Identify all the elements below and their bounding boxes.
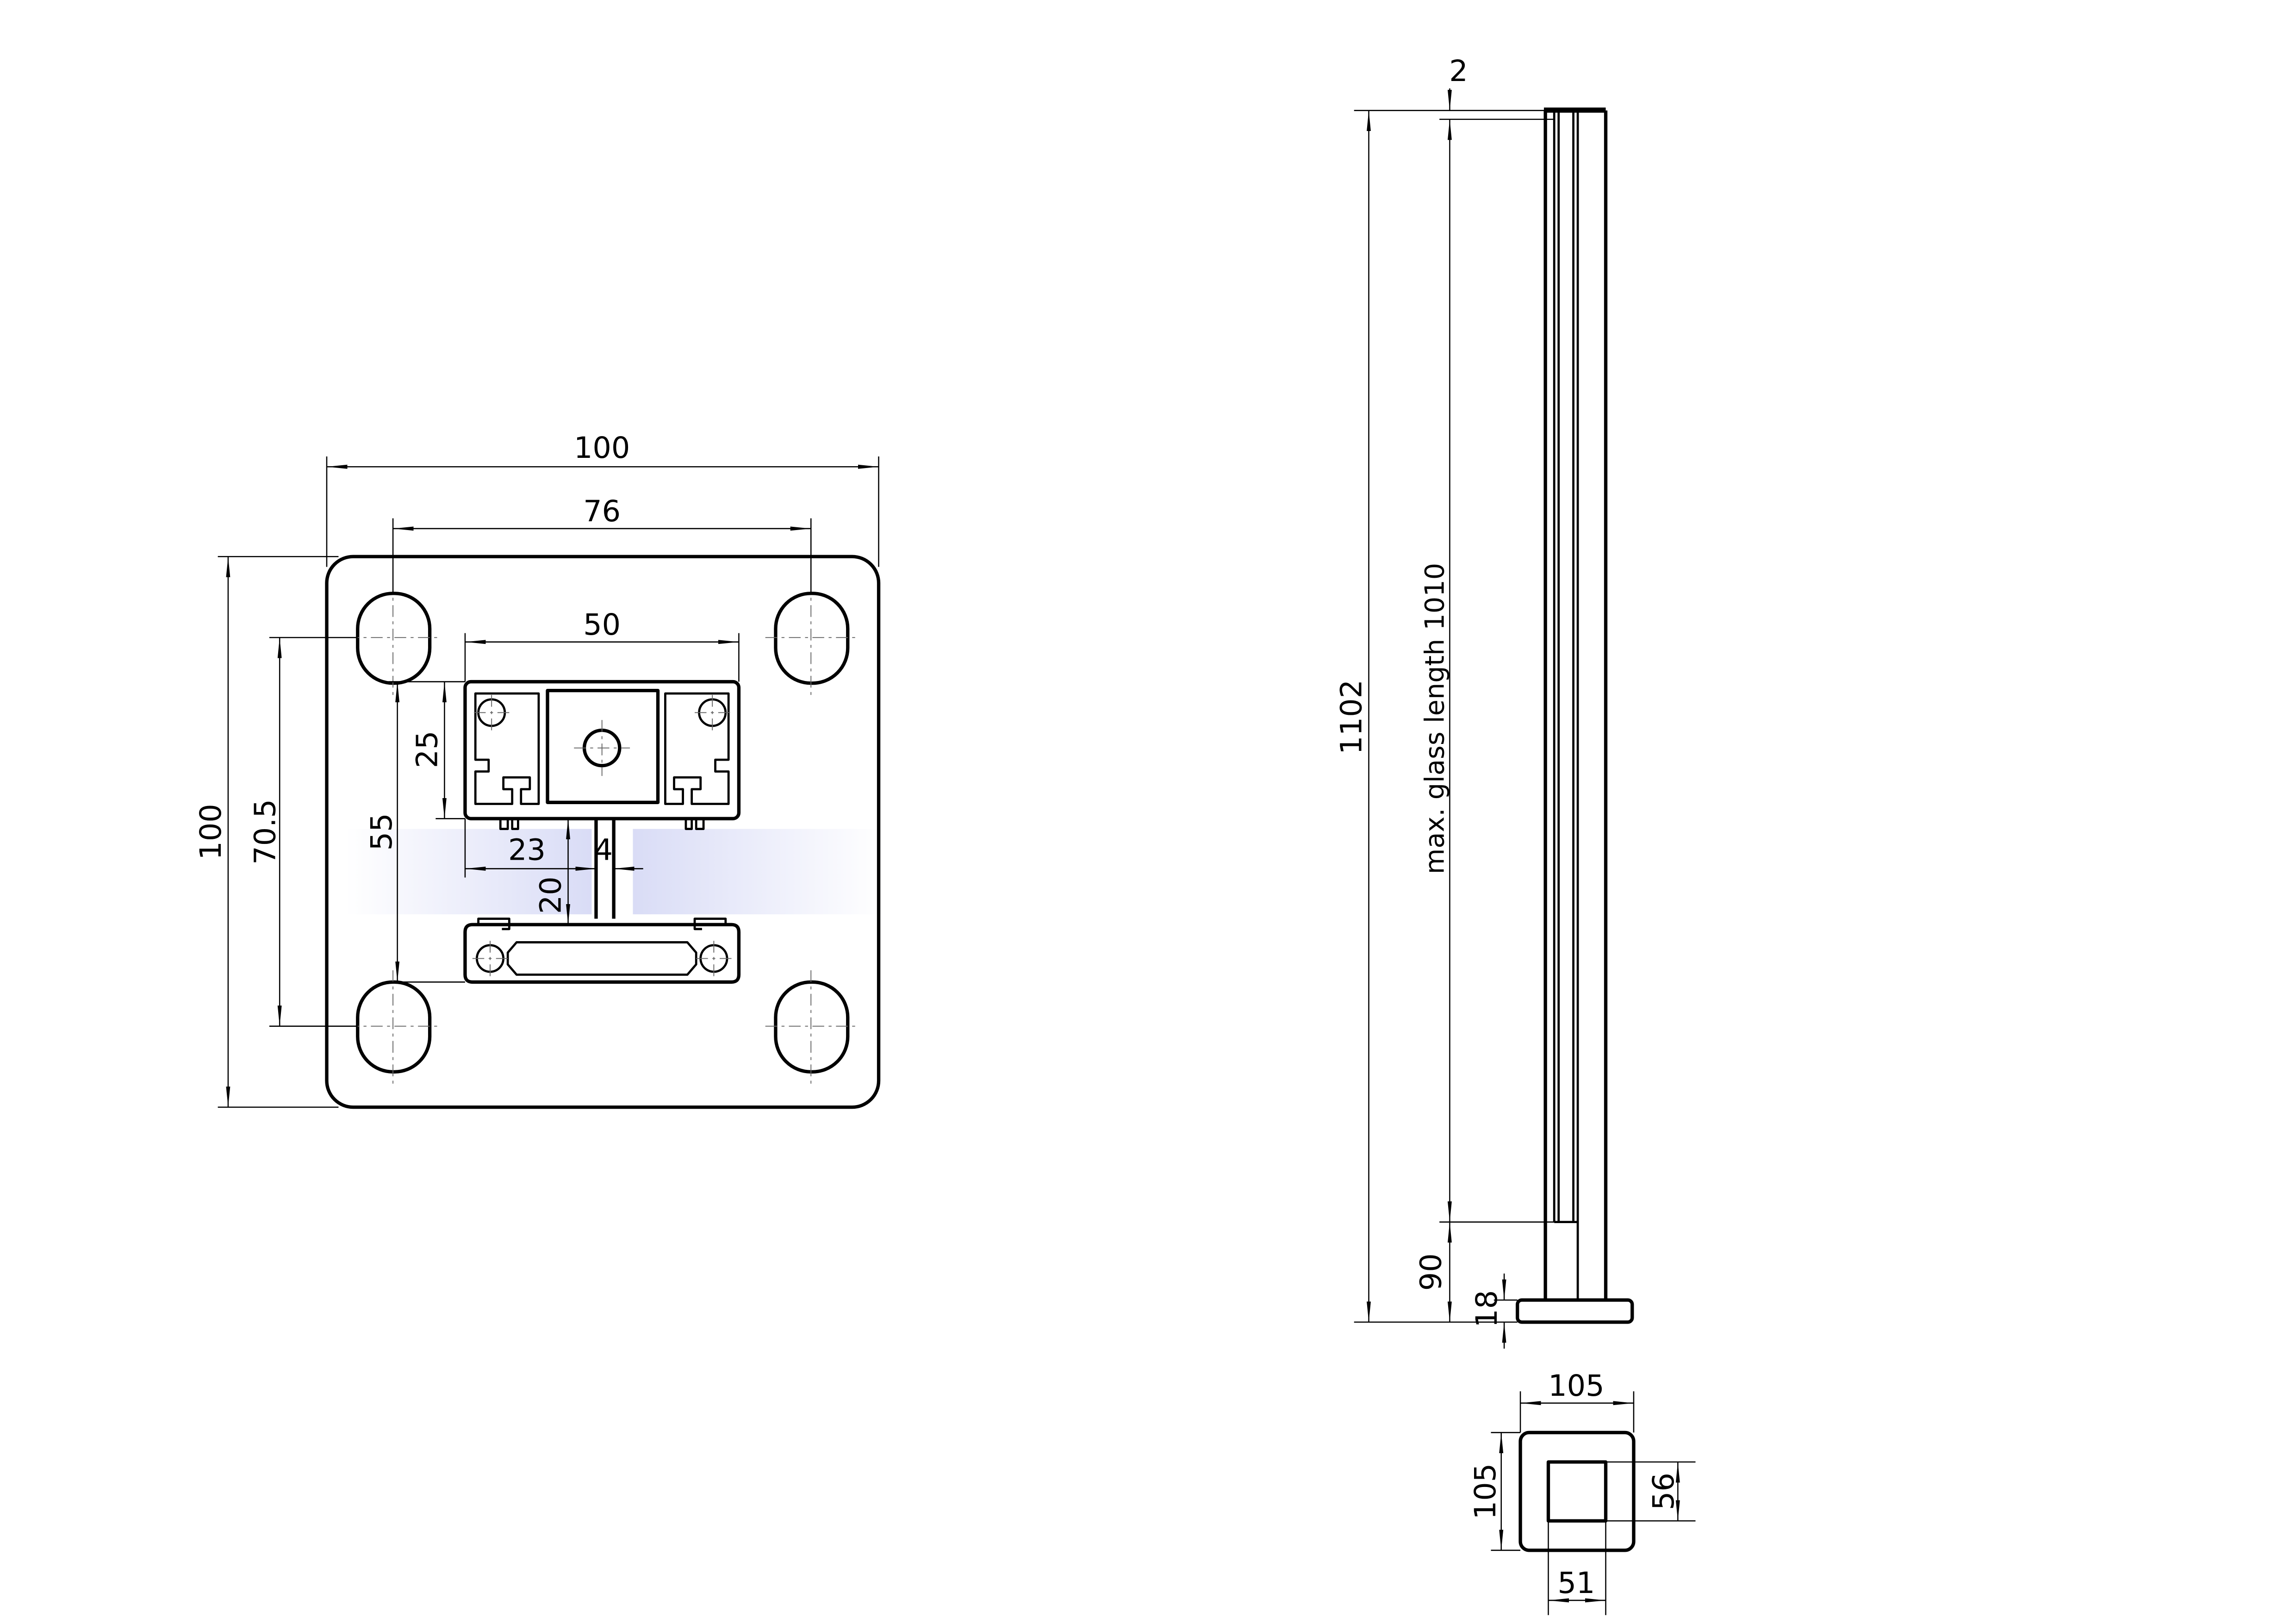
dim-cap-thickness: 2: [1449, 54, 1468, 88]
dim-overall-width: 100: [574, 431, 630, 465]
dim-web-length: 20: [534, 876, 568, 914]
lower-profile-top-tabs: [477, 918, 727, 931]
mounting-slot-bottom-left: [356, 980, 432, 1074]
mounting-slot-bottom-right: [774, 980, 850, 1074]
plate-top-view: 100 76 50 100 70.5 55 25 23 4 20: [193, 431, 884, 1109]
glass-highlight-right: [633, 829, 884, 915]
lower-profile: [463, 918, 741, 984]
side-extension-lines: [1354, 110, 1555, 1323]
post-outline: [1543, 110, 1608, 1300]
dim-total-height: 1102: [1334, 680, 1369, 755]
dim-foot-thickness: 18: [1469, 1290, 1504, 1328]
post-top-cap: [1543, 107, 1606, 113]
upper-profile-outline: [463, 680, 741, 820]
dim-web-offset: 23: [508, 832, 546, 867]
upper-profile-center-chamber: [546, 688, 660, 804]
dim-inner-height: 56: [1646, 1473, 1680, 1510]
upper-profile: [463, 680, 741, 830]
top-view-dimensions: 100 76 50 100 70.5 55 25 23 4 20: [193, 431, 879, 1108]
bottom-view-dimensions: 105 105 56 51: [1468, 1368, 1696, 1615]
post-glass-channel: [1553, 110, 1579, 1300]
dim-profile-width: 50: [583, 607, 621, 642]
dim-foot-height: 105: [1468, 1463, 1502, 1519]
dim-profile-height: 55: [364, 813, 398, 850]
glass-highlight-left: [346, 829, 592, 915]
post-side-view: 2 1102 max. glass length 1010 90 18: [1334, 54, 1634, 1349]
lower-profile-outline: [463, 923, 741, 984]
lower-profile-slot: [506, 941, 697, 976]
upper-profile-right-chamber: [664, 692, 730, 805]
upper-profile-feet: [499, 818, 705, 830]
extension-lines: [218, 456, 879, 1108]
post-base-foot: [1516, 1298, 1634, 1324]
dim-glass-length: max. glass length 1010: [1420, 563, 1450, 874]
base-bottom-view: 105 105 56 51: [1468, 1368, 1696, 1615]
slot-centerlines: [347, 581, 859, 1084]
mounting-slot-top-right: [774, 592, 850, 685]
dim-web-thickness: 4: [594, 832, 613, 867]
side-view-dimensions: 2 1102 max. glass length 1010 90 18: [1334, 54, 1555, 1349]
lower-profile-centerlines: [472, 941, 732, 976]
mounting-slots: [347, 581, 859, 1084]
mounting-slot-top-left: [356, 592, 432, 685]
foot-outer-square: [1518, 1430, 1636, 1552]
dim-inner-width: 51: [1557, 1566, 1595, 1600]
dim-hole-spacing-y: 70.5: [248, 799, 282, 865]
dim-upper-profile-height: 25: [410, 731, 444, 768]
foot-inner-square: [1546, 1460, 1608, 1523]
dim-foot-width: 105: [1548, 1368, 1604, 1403]
upper-profile-left-chamber: [474, 692, 540, 805]
upper-profile-centerlines: [474, 695, 730, 776]
base-plate-outline: [325, 555, 881, 1109]
dim-hole-spacing-x: 76: [583, 494, 621, 528]
dim-overall-height: 100: [193, 804, 228, 860]
dim-bottom-clearance: 90: [1413, 1253, 1448, 1291]
bottom-extension-lines: [1491, 1391, 1696, 1615]
